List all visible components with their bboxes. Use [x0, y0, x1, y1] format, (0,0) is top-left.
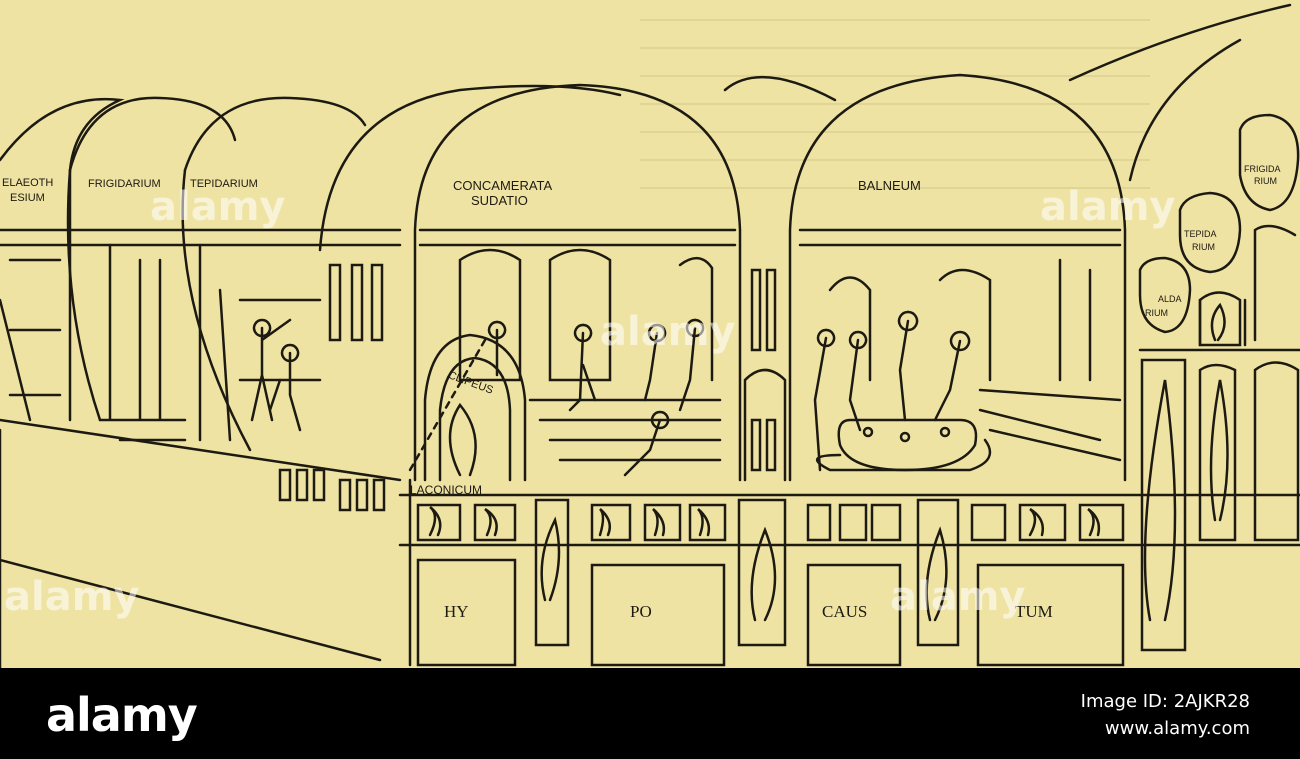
balneum-platform — [816, 438, 992, 472]
flames — [428, 302, 1229, 622]
tepidarium-interior — [198, 243, 322, 442]
ground-lines — [0, 418, 402, 668]
concamerata-entablature — [418, 228, 737, 247]
watermarks: alamy alamy alamy alamy alamy — [4, 184, 1175, 620]
label-sudatio: SUDATIO — [471, 193, 528, 208]
roman-baths-illustration: ELAEOTH ESIUM FRIGIDARIUM TEPIDARIUM CON… — [0, 0, 1300, 668]
balneum-entablature — [798, 228, 1122, 247]
concamerata-steps — [528, 398, 722, 462]
laconicum-inner — [438, 356, 512, 482]
image-meta: Image ID: 2AJKR28 www.alamy.com — [1081, 688, 1250, 742]
balneum-steps — [978, 388, 1122, 462]
label-vessel-tepidarium-1: TEPIDA — [1184, 229, 1217, 239]
label-elaeothesium-2: ESIUM — [10, 192, 45, 204]
label-concamerata: CONCAMERATA — [453, 178, 553, 193]
label-vessel-tepidarium-2: RIUM — [1192, 242, 1215, 252]
label-caus: CAUS — [822, 602, 867, 621]
arch-frigidarium — [68, 96, 237, 172]
laconicum-dome — [423, 333, 527, 482]
right-flues — [1198, 291, 1300, 542]
watermark: alamy — [150, 184, 285, 230]
balneum-figures — [813, 310, 971, 472]
alamy-logo[interactable]: alamy — [46, 688, 198, 742]
passage-arch — [743, 368, 787, 482]
arch-elaeothesium — [0, 97, 125, 422]
bleed-through-text — [640, 19, 1150, 189]
balneum-niches — [828, 258, 1092, 382]
watermark: alamy — [1040, 184, 1175, 230]
watermark: alamy — [4, 574, 139, 620]
upper-arches — [723, 3, 1292, 182]
room-labels: ELAEOTH ESIUM FRIGIDARIUM TEPIDARIUM CON… — [2, 164, 1281, 621]
furnace-shafts — [534, 358, 1187, 652]
watermark: alamy — [890, 574, 1025, 620]
label-frigidarium: FRIGIDARIUM — [88, 178, 161, 190]
right-structure — [1138, 224, 1300, 352]
pier-curves — [66, 168, 252, 452]
label-balneum: BALNEUM — [858, 178, 921, 193]
label-elaeothesium-1: ELAEOTH — [2, 177, 53, 189]
line-art — [0, 3, 1300, 668]
label-vessel-frigidarium-2: RIUM — [1254, 176, 1277, 186]
vents — [278, 263, 777, 512]
label-tepidarium: TEPIDARIUM — [190, 178, 258, 190]
arch-concamerata — [413, 83, 742, 482]
flue-openings — [416, 503, 1125, 542]
label-vessel-frigidarium-1: FRIGIDA — [1244, 164, 1281, 174]
label-vessel-caldarium-2: RIUM — [1145, 308, 1168, 318]
concamerata-niches — [458, 248, 714, 382]
arch-tepidarium — [183, 96, 367, 172]
label-hy: HY — [444, 602, 469, 621]
label-po: PO — [630, 602, 652, 621]
image-id: Image ID: 2AJKR28 — [1080, 691, 1250, 712]
frigidarium-columns — [98, 243, 187, 442]
label-tum: TUM — [1015, 602, 1053, 621]
hypocaust-chambers — [416, 558, 1125, 667]
left-wall — [0, 258, 62, 422]
tepidarium-figures — [250, 318, 302, 432]
concamerata-figures — [487, 318, 705, 477]
arch-concamerata-outer — [318, 84, 622, 252]
site-url[interactable]: www.alamy.com — [1104, 718, 1250, 739]
arch-balneum — [788, 73, 1127, 482]
stock-footer: alamy Image ID: 2AJKR28 www.alamy.com — [0, 668, 1300, 759]
vessel-caldarium — [1138, 256, 1192, 334]
vessel-frigidarium — [1238, 113, 1300, 212]
clipeus-dash — [408, 338, 487, 472]
label-vessel-caldarium-1: ALDA — [1158, 294, 1182, 304]
vessel-tepidarium — [1178, 191, 1242, 274]
label-laconicum: LACONICUM — [410, 483, 482, 497]
hypocaust-rails — [398, 493, 1300, 547]
watermark: alamy — [600, 309, 735, 355]
